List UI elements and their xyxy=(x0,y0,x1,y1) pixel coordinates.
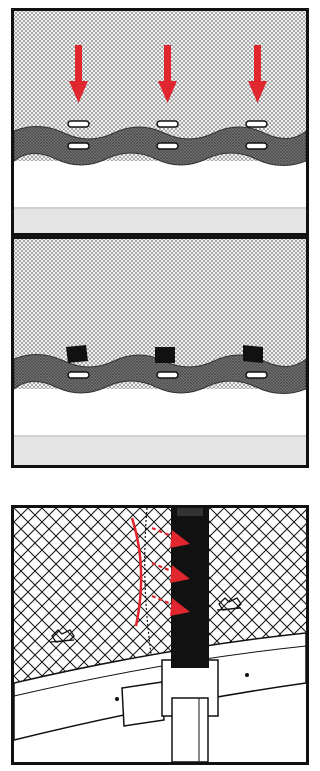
slot-icon xyxy=(68,121,89,127)
t-connector xyxy=(122,682,164,726)
slot-icon xyxy=(157,143,178,149)
pole-icon xyxy=(171,508,209,668)
frame-rail xyxy=(14,435,306,465)
slot-icon xyxy=(157,372,178,378)
slot-icon xyxy=(68,372,89,378)
frame-rail xyxy=(14,207,306,233)
slot-icon xyxy=(157,121,178,127)
panel-step-3 xyxy=(11,505,309,765)
clip-icon xyxy=(155,347,175,363)
slot-icon xyxy=(68,143,89,149)
slot-icon xyxy=(246,372,267,378)
slot-icon xyxy=(246,121,267,127)
slot-icon xyxy=(246,143,267,149)
step-1-illustration xyxy=(14,11,306,233)
step-2-illustration xyxy=(14,239,306,465)
panel-step-1 xyxy=(11,8,309,236)
clip-icon xyxy=(66,345,88,363)
panel-step-2 xyxy=(11,236,309,468)
step-3-illustration xyxy=(14,508,306,762)
clip-icon xyxy=(243,345,263,363)
pole-lower xyxy=(172,698,208,762)
